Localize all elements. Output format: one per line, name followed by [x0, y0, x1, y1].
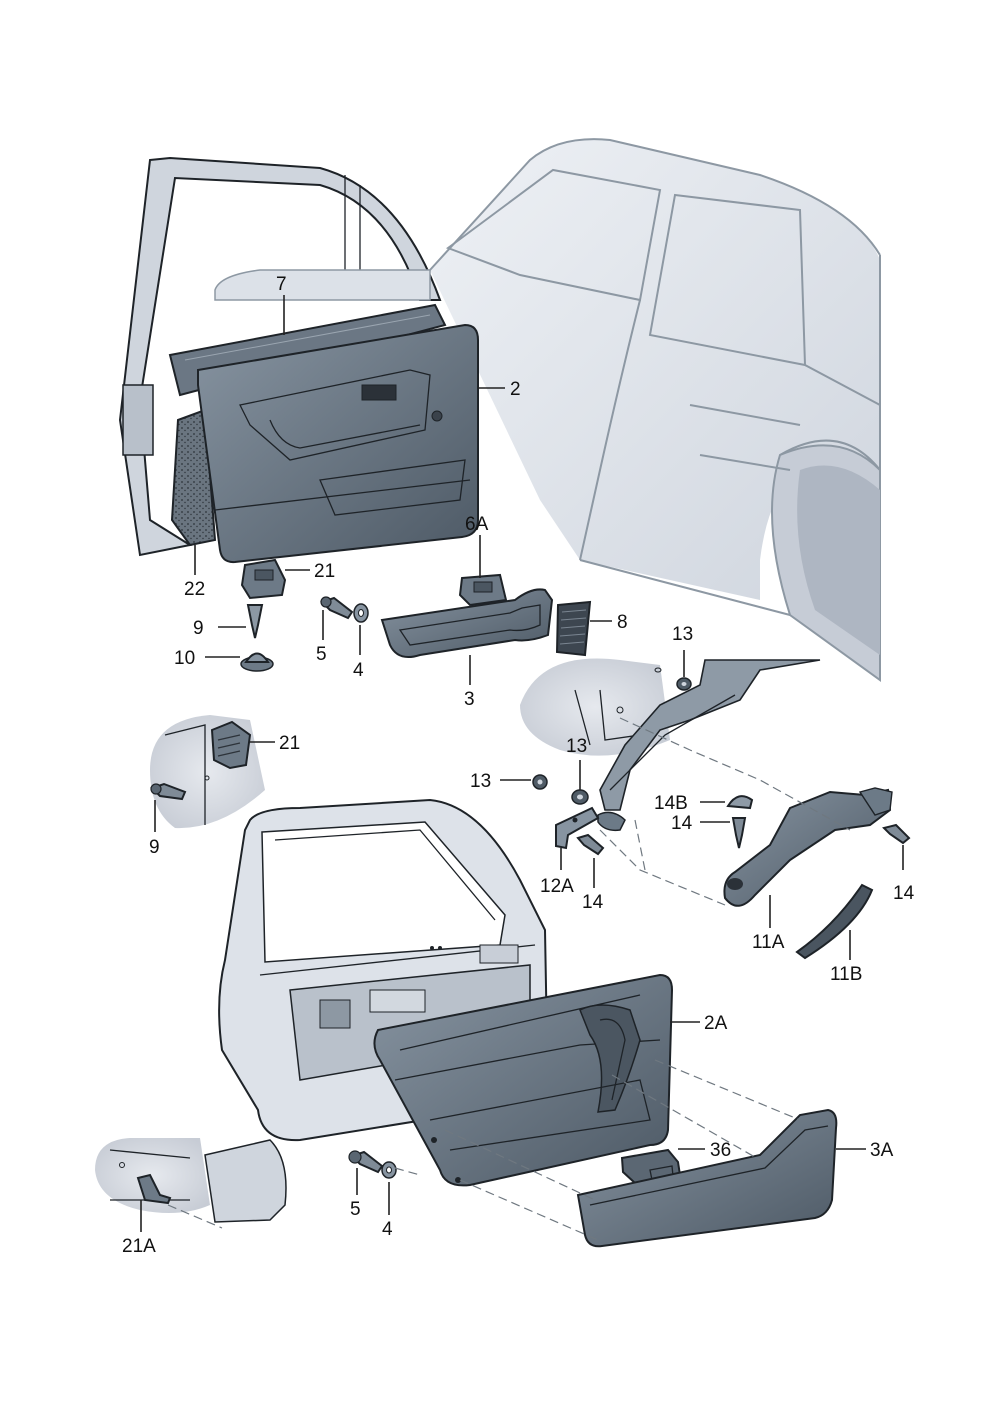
part-14B-cap	[726, 795, 754, 810]
label-12A: 12A	[540, 876, 574, 897]
leader-lines	[140, 295, 904, 1232]
label-9-detail: 9	[149, 837, 160, 858]
label-13: 13	[566, 736, 587, 757]
label-10: 10	[174, 648, 195, 669]
part-5-screw	[320, 596, 354, 620]
handle-mounting-rail	[597, 659, 821, 832]
label-5: 5	[350, 1199, 361, 1220]
part-11A-armrest-handle	[723, 787, 893, 907]
front-door-frame	[118, 156, 442, 557]
part-13-nut	[676, 677, 692, 691]
part-2-door-trim-panel	[197, 323, 479, 564]
part-14-screw	[731, 817, 747, 849]
car-body-outline	[429, 138, 881, 682]
label-11B: 11B	[830, 964, 862, 985]
label-6A: 6A	[465, 514, 489, 535]
label-9: 9	[193, 618, 204, 639]
label-11A: 11A	[752, 932, 785, 953]
label-4: 4	[382, 1219, 393, 1240]
part-4-washer	[353, 603, 369, 623]
label-14: 14	[671, 813, 693, 834]
label-22: 22	[184, 579, 205, 600]
part-10-cap	[240, 652, 274, 672]
part-11B-trim-strip	[795, 883, 874, 960]
label-5: 5	[316, 644, 327, 665]
label-3: 3	[464, 689, 475, 710]
detail-bubble-upper	[520, 658, 670, 756]
part-12A-bracket	[555, 806, 600, 850]
part-4-washer	[381, 1161, 397, 1179]
label-14: 14	[893, 883, 915, 904]
label-13: 13	[470, 771, 491, 792]
part-21-clip	[240, 558, 287, 600]
part-6A-clip	[458, 573, 508, 607]
label-21-detail: 21	[279, 733, 300, 754]
label-36: 36	[710, 1140, 731, 1161]
label-13: 13	[672, 624, 693, 645]
label-4: 4	[353, 660, 364, 681]
part-2A-rear-door-trim-panel	[373, 973, 674, 1187]
part-13-nut	[571, 789, 589, 805]
part-14-screw	[576, 833, 605, 856]
label-14: 14	[582, 892, 604, 913]
part-3-pull-handle	[380, 588, 554, 658]
part-13-nut	[532, 774, 548, 790]
label-3A: 3A	[870, 1140, 894, 1161]
part-14-screw	[882, 823, 911, 845]
detail-bubble-left	[150, 715, 265, 829]
part-22-foam-pad	[170, 408, 217, 547]
assembly-dashed-lines	[167, 717, 851, 1241]
part-3A-armrest	[576, 1108, 838, 1248]
part-labels: 7 2 22 21 6A 9 10 5 4 3 8 13 21 9 13 13 …	[122, 274, 915, 1257]
label-2: 2	[510, 379, 521, 400]
label-2A: 2A	[704, 1013, 728, 1034]
label-21A: 21A	[122, 1236, 156, 1257]
label-21: 21	[314, 561, 335, 582]
label-7: 7	[276, 274, 287, 295]
part-9-screw	[246, 604, 264, 639]
label-14B: 14B	[654, 793, 688, 814]
part-8-grille-cover	[555, 600, 592, 657]
label-8: 8	[617, 612, 628, 633]
part-5-screw	[348, 1150, 384, 1174]
detail-bubble-21A	[95, 1138, 287, 1223]
